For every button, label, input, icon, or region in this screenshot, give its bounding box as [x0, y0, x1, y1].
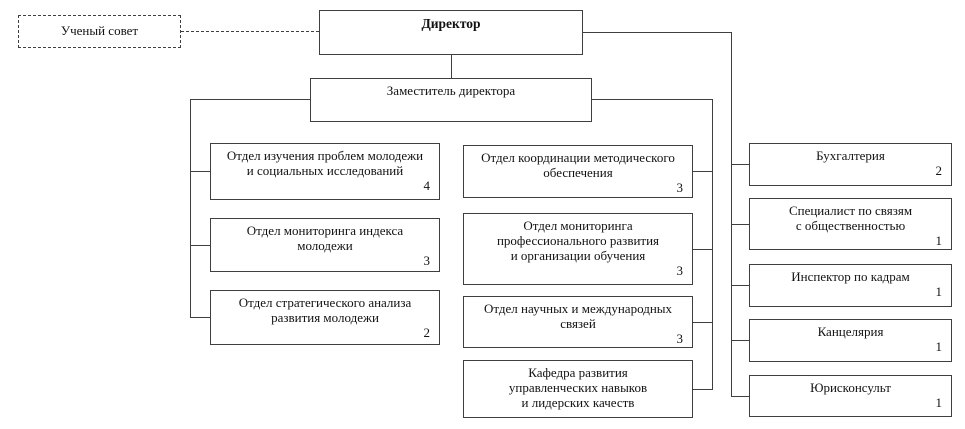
stub-left-1 — [190, 171, 210, 172]
connector-deputy-left-trunk — [190, 99, 310, 100]
deputy-director-box: Заместитель директора — [310, 78, 592, 122]
dept-headcount: 3 — [676, 180, 684, 195]
dept-headcount: 3 — [423, 253, 431, 268]
stub-left-3 — [190, 317, 210, 318]
right-trunk-line — [731, 32, 732, 397]
dept-box-methodical-coordination: Отдел координации методического обеспече… — [463, 145, 693, 198]
stub-middle-2 — [693, 249, 712, 250]
advisory-council-title: Ученый совет — [60, 23, 139, 38]
stub-left-2 — [190, 245, 210, 246]
dept-title: Отдел стратегического анализа развития м… — [238, 295, 412, 325]
dept-box-accounting: Бухгалтерия 2 — [749, 143, 952, 186]
dept-headcount: 1 — [935, 233, 943, 248]
dept-box-professional-development: Отдел мониторинга профессионального разв… — [463, 213, 693, 285]
dept-box-leadership-chair: Кафедра развития управленческих навыков … — [463, 360, 693, 418]
dept-box-hr-inspector: Инспектор по кадрам 1 — [749, 264, 952, 307]
connector-director-right-trunk — [583, 32, 732, 33]
connector-deputy-middle-trunk — [592, 99, 713, 100]
director-box: Директор — [319, 10, 583, 55]
stub-middle-3 — [693, 322, 712, 323]
dept-title: Юрисконсульт — [810, 380, 891, 395]
dept-title: Канцелярия — [817, 324, 884, 339]
dept-box-pr-specialist: Специалист по связям с общественностью 1 — [749, 198, 952, 250]
dept-headcount: 1 — [935, 284, 943, 299]
connector-director-deputy — [451, 55, 452, 78]
dept-title: Отдел мониторинга профессионального разв… — [496, 218, 660, 263]
dept-title: Отдел изучения проблем молодежи и социал… — [226, 148, 424, 178]
dept-box-youth-problems: Отдел изучения проблем молодежи и социал… — [210, 143, 440, 200]
dept-headcount: 1 — [935, 395, 943, 410]
left-trunk-line — [190, 99, 191, 318]
dept-box-youth-index-monitoring: Отдел мониторинга индекса молодежи 3 — [210, 218, 440, 272]
dept-headcount: 4 — [423, 178, 431, 193]
dept-title: Специалист по связям с общественностью — [788, 203, 913, 233]
connector-advisory-director-dashed — [181, 31, 319, 32]
deputy-director-title: Заместитель директора — [386, 83, 516, 98]
dept-box-international-relations: Отдел научных и международных связей 3 — [463, 296, 693, 348]
stub-right-3 — [731, 285, 749, 286]
dept-headcount: 3 — [676, 263, 684, 278]
dept-headcount: 2 — [935, 163, 943, 178]
dept-box-chancellery: Канцелярия 1 — [749, 319, 952, 362]
stub-right-5 — [731, 396, 749, 397]
dept-title: Кафедра развития управленческих навыков … — [508, 365, 648, 410]
stub-middle-4 — [693, 389, 712, 390]
stub-middle-1 — [693, 171, 712, 172]
stub-right-1 — [731, 164, 749, 165]
dept-box-legal-adviser: Юрисконсульт 1 — [749, 375, 952, 417]
dept-box-strategic-analysis: Отдел стратегического анализа развития м… — [210, 290, 440, 345]
dept-title: Отдел координации методического обеспече… — [481, 150, 675, 180]
dept-title: Бухгалтерия — [816, 148, 885, 163]
dept-headcount: 2 — [423, 325, 431, 340]
stub-right-2 — [731, 224, 749, 225]
dept-title: Отдел научных и международных связей — [483, 301, 673, 331]
dept-title: Инспектор по кадрам — [791, 269, 910, 284]
dept-headcount: 3 — [676, 331, 684, 346]
director-title: Директор — [421, 16, 481, 31]
advisory-council-box: Ученый совет — [18, 15, 181, 48]
stub-right-4 — [731, 340, 749, 341]
dept-headcount: 1 — [935, 339, 943, 354]
dept-title: Отдел мониторинга индекса молодежи — [246, 223, 404, 253]
middle-trunk-line — [712, 99, 713, 390]
